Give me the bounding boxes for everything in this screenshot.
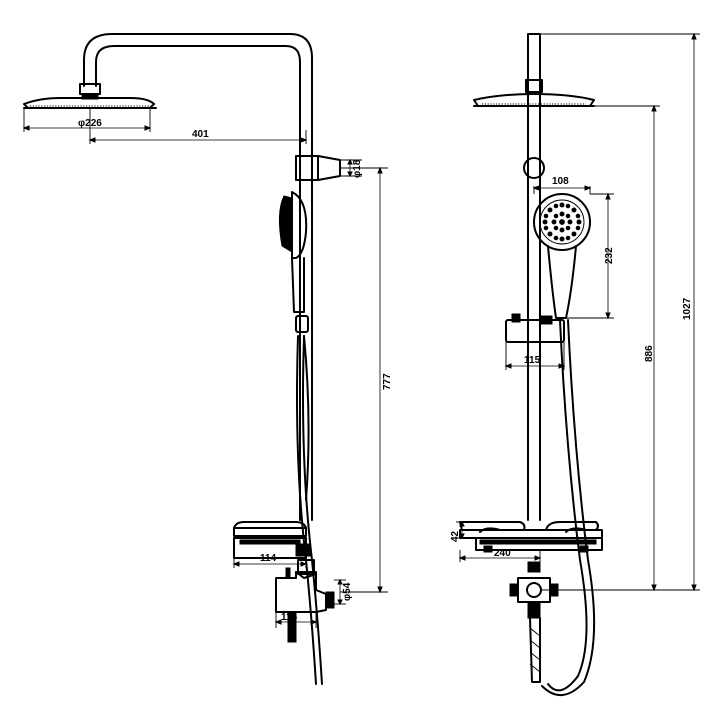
dim-valve-width: 115 bbox=[281, 612, 298, 623]
soap-shelf-front bbox=[232, 521, 311, 568]
side-rain-shower-head bbox=[473, 93, 595, 107]
dim-hand-shower-width: 108 bbox=[552, 176, 569, 187]
hand-shower-face bbox=[533, 193, 591, 319]
dim-total-height: 1027 bbox=[682, 297, 693, 320]
hand-shower-holder bbox=[295, 155, 362, 181]
dim-slider-width: 115 bbox=[524, 355, 541, 366]
dim-arm-reach: 401 bbox=[192, 129, 209, 140]
slider-bracket bbox=[504, 313, 566, 370]
side-riser-pipe bbox=[527, 33, 541, 521]
dim-shelf-height: 42 bbox=[450, 530, 461, 542]
dim-arrows-232 bbox=[605, 192, 611, 320]
dim-head-to-outlet: 886 bbox=[644, 345, 655, 362]
side-head-connector bbox=[525, 79, 543, 93]
dim-arrows-886 bbox=[651, 104, 657, 592]
dim-holder-to-outlet: 777 bbox=[382, 373, 393, 390]
dim-holder-diameter: φ18 bbox=[352, 159, 363, 178]
dim-arrows-arm bbox=[88, 137, 308, 143]
riser-pipe-inner bbox=[95, 45, 301, 521]
mixer-valve-side bbox=[509, 561, 559, 683]
dim-arrows-108 bbox=[532, 185, 592, 191]
side-holder-knob bbox=[523, 157, 545, 179]
dim-arrows-1027 bbox=[691, 32, 697, 592]
dim-shelf-depth: 240 bbox=[494, 548, 511, 559]
dim-shelf-width: 114 bbox=[260, 553, 277, 564]
dim-hand-shower-length: 232 bbox=[604, 247, 615, 264]
mixer-valve-front bbox=[274, 559, 335, 643]
side-view: 108 232 115 bbox=[450, 32, 700, 696]
dim-arrows-outlet bbox=[337, 578, 343, 606]
soap-shelf-side bbox=[456, 520, 603, 562]
hose-side bbox=[541, 319, 596, 696]
dim-arrows-777 bbox=[377, 166, 383, 594]
front-view: φ226 401 φ18 bbox=[22, 33, 393, 685]
hand-shower-front bbox=[278, 191, 309, 333]
riser-pipe-outer bbox=[83, 33, 313, 521]
